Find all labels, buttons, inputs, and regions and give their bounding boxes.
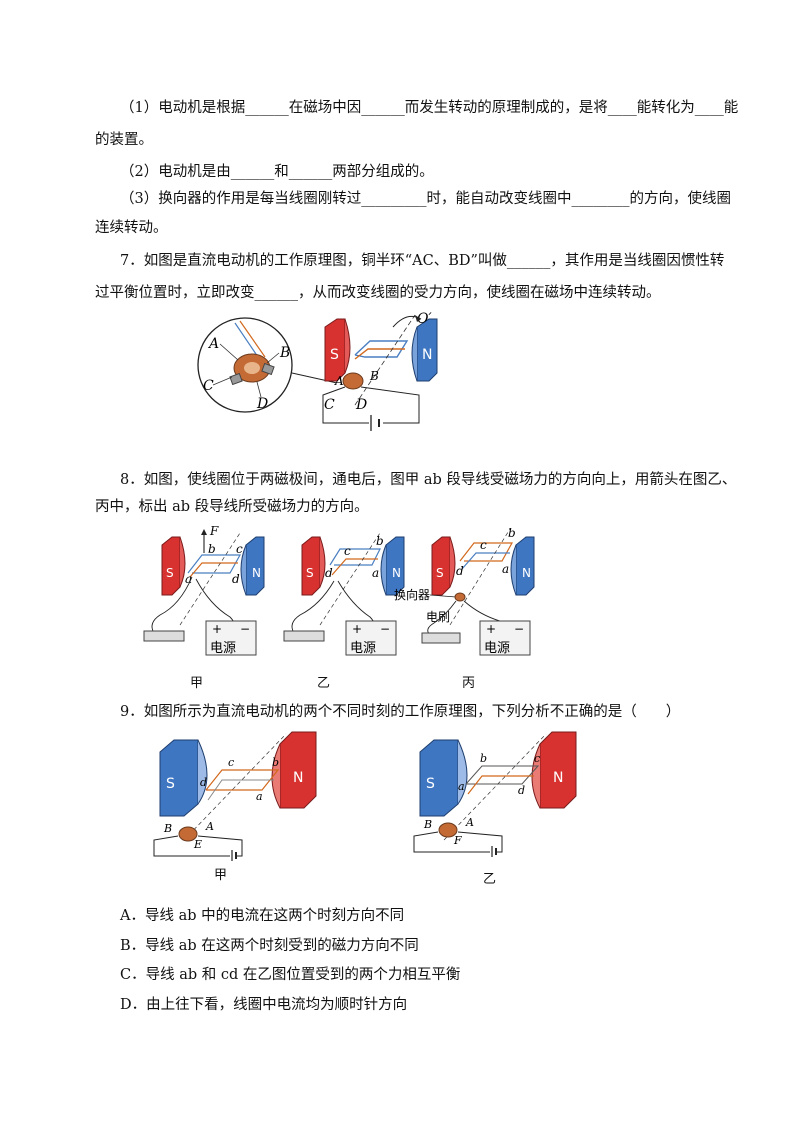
label-D: D xyxy=(256,396,268,412)
brush-label: 电刷 xyxy=(426,610,450,624)
q6-line-3: （2）电动机是由______和______两部分组成的。 xyxy=(120,164,434,180)
motor-label-B: B xyxy=(369,369,379,383)
power-source xyxy=(205,620,257,656)
svg-text:a: a xyxy=(458,780,465,793)
svg-text:B: B xyxy=(163,822,172,835)
motor-label-D: D xyxy=(355,397,367,413)
q9-caption-jia: 甲 xyxy=(214,868,228,883)
q9-figure-yi: S N b c a d B A F xyxy=(410,730,590,862)
svg-text:−: − xyxy=(380,622,390,636)
svg-text:−: − xyxy=(514,622,524,636)
svg-text:b: b xyxy=(272,756,279,769)
magnet-N-label: N xyxy=(422,347,432,363)
svg-text:d: d xyxy=(200,776,207,789)
label-B: B xyxy=(279,345,290,361)
magnet-S-label: S xyxy=(330,347,339,363)
svg-text:S: S xyxy=(436,566,444,580)
svg-text:b: b xyxy=(208,542,216,556)
svg-text:N: N xyxy=(522,566,531,580)
q8-figures: S N F b c a d + − 电源 S N b c a d xyxy=(140,525,560,665)
q7-line-1: 7．如图是直流电动机的工作原理图，铜半环“AC、BD”叫做______，其作用是… xyxy=(120,253,725,269)
svg-text:+: + xyxy=(486,622,496,636)
q9-option-B: B．导线 ab 在这两个时刻受到的磁力方向不同 xyxy=(120,938,419,954)
svg-text:c: c xyxy=(344,544,351,558)
svg-text:c: c xyxy=(228,756,234,769)
svg-text:d: d xyxy=(325,566,333,580)
svg-text:N: N xyxy=(392,566,401,580)
svg-text:N: N xyxy=(553,770,563,786)
force-label-F: F xyxy=(209,525,219,538)
svg-text:N: N xyxy=(252,566,261,580)
q8-figure-jia: S N F b c a d + − 电源 xyxy=(143,525,265,656)
svg-text:B: B xyxy=(423,818,432,831)
svg-text:F: F xyxy=(453,834,462,847)
svg-text:b: b xyxy=(480,752,487,765)
svg-text:−: − xyxy=(240,622,250,636)
svg-text:电源: 电源 xyxy=(210,641,236,656)
q8-figure-bing: S N b c a d 换向器 电刷 + − 电源 xyxy=(394,526,535,656)
label-C: C xyxy=(203,378,214,394)
q8-line-1: 8．如图，使线圈位于两磁极间，通电后，图甲 ab 段导线受磁场力的方向向上，用箭… xyxy=(120,472,737,488)
q8-figure-yi: S N b c a d + − 电源 xyxy=(283,532,405,656)
svg-text:c: c xyxy=(534,752,540,765)
q9-figure-jia: S N b c d a B A E xyxy=(150,730,330,862)
q6-line-2: 的装置。 xyxy=(95,132,153,148)
q8-caption-jia: 甲 xyxy=(190,676,204,691)
svg-text:b: b xyxy=(376,534,384,548)
q6-line-1: （1）电动机是根据______在磁场中因______而发生转动的原理制成的，是将… xyxy=(120,100,739,116)
q7-figure: A B C D S N O′ A B C D xyxy=(195,305,455,435)
q6-line-5: 连续转动。 xyxy=(95,220,168,236)
svg-text:d: d xyxy=(456,564,464,578)
svg-text:a: a xyxy=(185,572,192,586)
svg-text:E: E xyxy=(193,838,202,851)
svg-text:+: + xyxy=(352,622,362,636)
q9-option-A: A．导线 ab 中的电流在这两个时刻方向不同 xyxy=(120,908,405,924)
label-A: A xyxy=(207,336,219,352)
motor-label-C: C xyxy=(324,397,335,413)
svg-text:d: d xyxy=(518,784,525,797)
q8-caption-yi: 乙 xyxy=(317,676,331,691)
svg-text:S: S xyxy=(166,566,174,580)
svg-text:S: S xyxy=(426,776,435,792)
svg-text:电源: 电源 xyxy=(350,641,376,656)
q7-line-2: 过平衡位置时，立即改变______，从而改变线圈的受力方向，使线圈在磁场中连续转… xyxy=(95,285,661,301)
svg-text:S: S xyxy=(306,566,314,580)
svg-text:电源: 电源 xyxy=(484,641,510,656)
svg-text:+: + xyxy=(212,622,222,636)
axis-label-O: O′ xyxy=(417,311,432,327)
svg-text:b: b xyxy=(508,526,516,540)
svg-text:c: c xyxy=(480,538,487,552)
svg-text:S: S xyxy=(166,776,175,792)
motor-label-A: A xyxy=(334,374,344,388)
q9-line-1: 9．如图所示为直流电动机的两个不同时刻的工作原理图，下列分析不正确的是（ ） xyxy=(120,704,681,720)
svg-text:c: c xyxy=(236,542,243,556)
q9-caption-yi: 乙 xyxy=(483,872,497,887)
svg-text:a: a xyxy=(372,566,379,580)
q8-line-2: 丙中，标出 ab 段导线所受磁场力的方向。 xyxy=(95,499,369,515)
svg-text:d: d xyxy=(232,572,240,586)
commutator-label: 换向器 xyxy=(394,587,430,602)
svg-text:a: a xyxy=(256,790,263,803)
svg-text:A: A xyxy=(465,816,474,829)
q6-line-4: （3）换向器的作用是每当线圈刚转过_________时，能自动改变线圈中____… xyxy=(120,191,731,207)
q9-option-C: C．导线 ab 和 cd 在乙图位置受到的两个力相互平衡 xyxy=(120,967,461,983)
q9-option-D: D．由上往下看，线圈中电流均为顺时针方向 xyxy=(120,997,408,1013)
svg-text:N: N xyxy=(293,770,303,786)
q8-caption-bing: 丙 xyxy=(462,676,476,691)
svg-text:a: a xyxy=(502,562,509,576)
svg-text:A: A xyxy=(205,820,214,833)
